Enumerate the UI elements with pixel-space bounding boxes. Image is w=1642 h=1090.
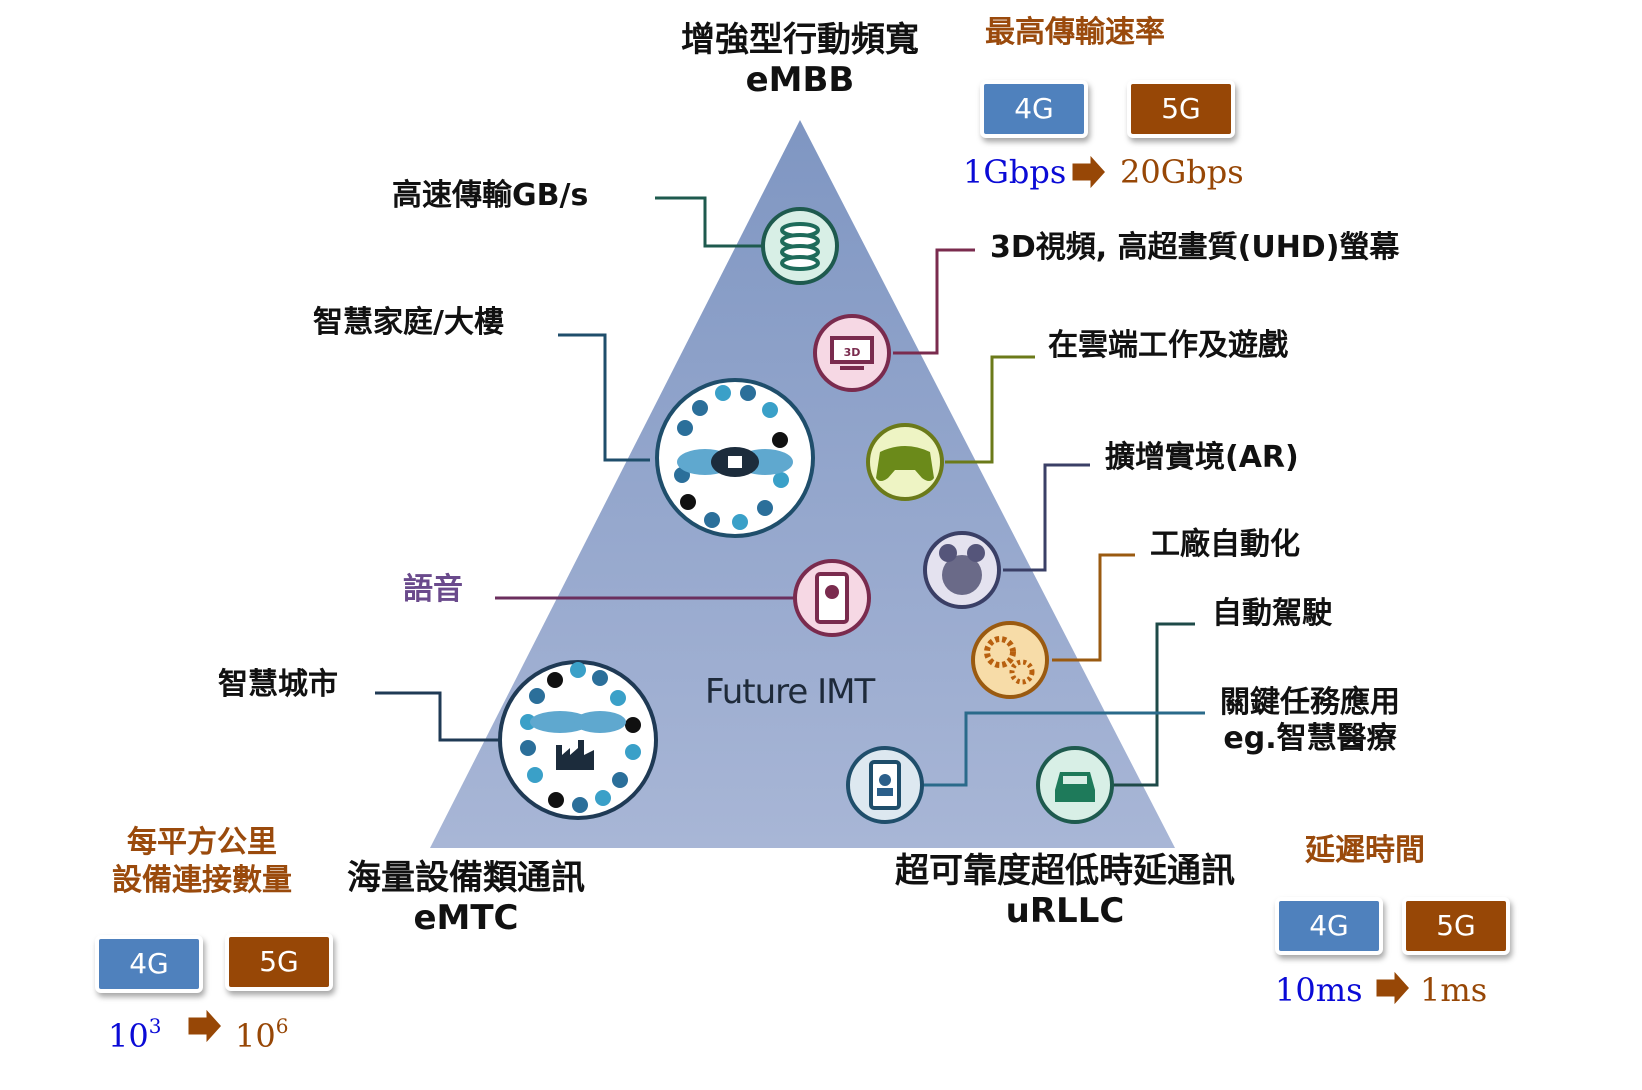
connector-mission-critical: [922, 711, 1205, 787]
label-autonomous-driving: 自動駕駛: [1212, 596, 1332, 631]
connector-factory: [1052, 553, 1135, 662]
label-smart-home: 智慧家庭/大樓: [313, 305, 504, 340]
connector-cloud-gaming: [945, 355, 1035, 464]
connection-density-5g-badge: 5G: [225, 933, 333, 991]
connection-density-title-line2: 設備連接數量: [112, 863, 292, 898]
arrow-peak-rate: [1069, 148, 1110, 196]
connection-density-title: 每平方公里 設備連接數量: [88, 824, 316, 900]
connection-density-4g-value: 103: [108, 1006, 161, 1056]
smart-home-cloud-icon: [655, 378, 815, 538]
label-mission-critical-line1: 關鍵任務應用: [1220, 685, 1400, 720]
latency-5g-value: 1ms: [1420, 971, 1488, 1009]
label-ar: 擴增實境(AR): [1105, 440, 1299, 475]
connector-ar: [1003, 463, 1090, 572]
3d-monitor-icon: 3D: [813, 314, 891, 392]
smartphone-call-icon: [793, 559, 871, 637]
arrow-latency: [1373, 964, 1414, 1012]
arrow-connection-density: [185, 1002, 226, 1050]
ar-globe-icon: [923, 531, 1001, 609]
emtc-title: 海量設備類通訊 eMTC: [316, 858, 616, 938]
smart-city-factory-icon: [498, 660, 658, 820]
latency-5g-badge: 5G: [1402, 897, 1510, 955]
svg-text:3D: 3D: [844, 346, 861, 359]
connection-density-5g-exponent: 6: [275, 1014, 289, 1038]
label-voice: 語音: [403, 572, 463, 607]
future-imt-label: Future IMT: [705, 672, 875, 712]
emtc-title-zh: 海量設備類通訊: [347, 858, 585, 898]
peak-rate-5g-badge: 5G: [1127, 80, 1235, 138]
label-smart-city: 智慧城市: [218, 667, 338, 702]
connector-smart-home: [558, 333, 650, 462]
connection-density-4g-exponent: 3: [148, 1014, 162, 1038]
connector-high-speed: [655, 196, 765, 248]
latency-4g-value: 10ms: [1275, 971, 1363, 1009]
label-mission-critical-line2: eg.智慧醫療: [1223, 721, 1397, 756]
urllc-title: 超可靠度超低時延通訊 uRLLC: [855, 851, 1275, 931]
embb-title-en: eMBB: [745, 60, 855, 100]
peak-rate-5g-value: 20Gbps: [1120, 153, 1244, 191]
label-factory-automation: 工廠自動化: [1150, 527, 1300, 562]
connector-autonomous: [1113, 622, 1195, 787]
emtc-title-en: eMTC: [413, 898, 519, 938]
connection-density-5g-base: 10: [235, 1017, 276, 1055]
peak-rate-4g-value: 1Gbps: [963, 153, 1067, 191]
urllc-title-en: uRLLC: [1005, 891, 1125, 931]
connection-density-4g-badge: 4G: [95, 935, 203, 993]
gears-icon: [971, 621, 1049, 699]
connection-density-title-line1: 每平方公里: [127, 825, 277, 860]
connector-smart-city: [375, 691, 500, 742]
medical-phone-icon: [846, 746, 924, 824]
car-icon: [1036, 746, 1114, 824]
label-cloud-gaming: 在雲端工作及遊戲: [1048, 328, 1288, 363]
urllc-title-zh: 超可靠度超低時延通訊: [895, 851, 1235, 891]
peak-rate-4g-badge: 4G: [980, 80, 1088, 138]
embb-title-zh: 增強型行動頻寬: [681, 20, 919, 60]
connection-density-5g-value: 106: [235, 1006, 288, 1056]
latency-title: 延遲時間: [1305, 833, 1425, 868]
database-icon: [761, 207, 839, 285]
label-mission-critical: 關鍵任務應用 eg.智慧醫療: [1220, 685, 1400, 757]
gamepad-icon: [866, 423, 944, 501]
embb-title: 增強型行動頻寬 eMBB: [650, 20, 950, 100]
connector-3d-video: [893, 248, 975, 355]
latency-4g-badge: 4G: [1275, 897, 1383, 955]
peak-rate-title: 最高傳輸速率: [985, 15, 1165, 50]
connection-density-4g-base: 10: [108, 1017, 149, 1055]
label-3d-video: 3D視頻, 高超畫質(UHD)螢幕: [990, 230, 1400, 265]
label-high-speed: 高速傳輸GB/s: [392, 178, 589, 213]
